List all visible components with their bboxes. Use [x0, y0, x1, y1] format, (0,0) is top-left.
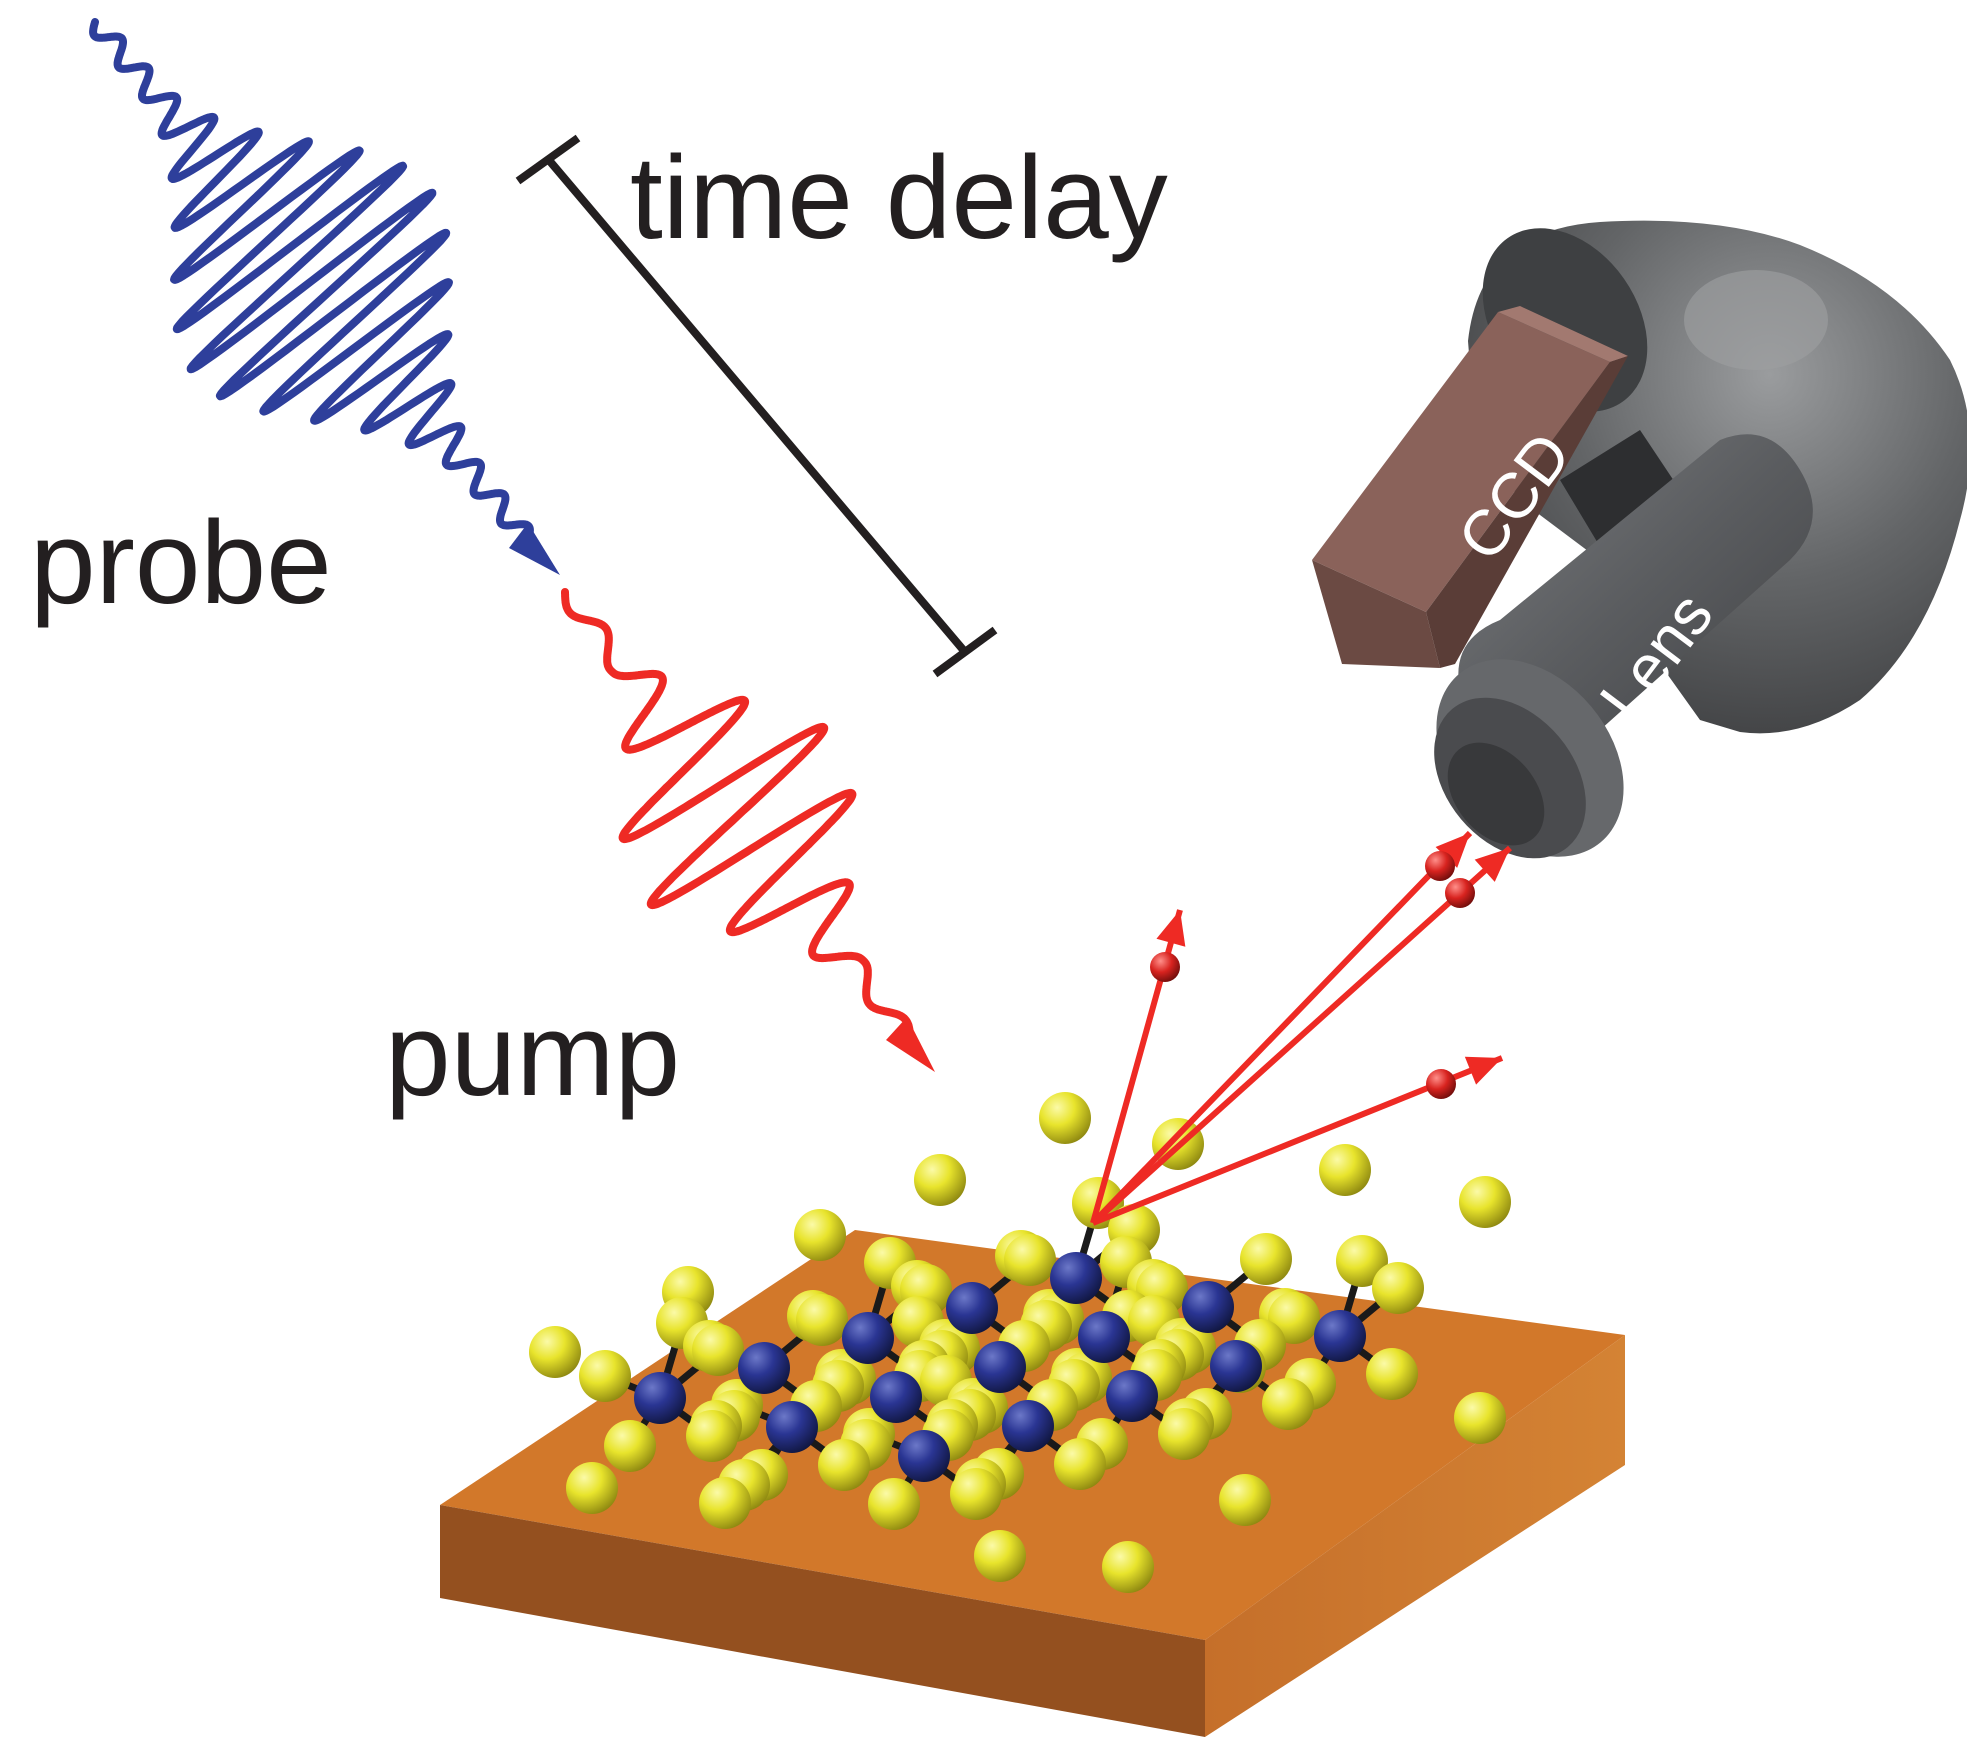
electron-icon: [1426, 1069, 1456, 1099]
metal-atom: [1002, 1400, 1054, 1452]
chalcogen-atom: [1319, 1144, 1371, 1196]
chalcogen-atom: [1004, 1234, 1056, 1286]
chalcogen-atom: [1054, 1438, 1106, 1490]
metal-atom: [946, 1282, 998, 1334]
chalcogen-atom: [818, 1439, 870, 1491]
metal-atom: [898, 1430, 950, 1482]
metal-atom: [738, 1342, 790, 1394]
metal-atom: [1210, 1340, 1262, 1392]
chalcogen-atom: [914, 1154, 966, 1206]
chalcogen-atom: [1102, 1541, 1154, 1593]
chalcogen-atom: [1262, 1378, 1314, 1430]
chalcogen-atom: [699, 1477, 751, 1529]
substrate-front-face: [1205, 1335, 1625, 1737]
chalcogen-atom: [579, 1350, 631, 1402]
chalcogen-atom: [1039, 1092, 1091, 1144]
metal-atom: [974, 1341, 1026, 1393]
metal-atom: [634, 1372, 686, 1424]
metal-atom: [842, 1312, 894, 1364]
chalcogen-atom: [868, 1478, 920, 1530]
chalcogen-atom: [974, 1530, 1026, 1582]
chalcogen-atom: [1372, 1262, 1424, 1314]
chalcogen-atom: [1240, 1233, 1292, 1285]
metal-atom: [1050, 1252, 1102, 1304]
electron-icon: [1425, 851, 1455, 881]
pump-pulse-icon: [561, 588, 935, 1072]
time-delay-label: time delay: [630, 132, 1168, 264]
probe-pulse-icon: [89, 18, 560, 575]
ray-arrowhead: [1156, 910, 1186, 947]
camera-icon: CCD Lens: [1312, 220, 1967, 859]
chalcogen-atom: [566, 1462, 618, 1514]
chalcogen-atom: [1158, 1408, 1210, 1460]
chalcogen-atom: [529, 1326, 581, 1378]
chalcogen-atom: [1366, 1348, 1418, 1400]
crystal-lattice-icon: [529, 1092, 1511, 1593]
photoemission-rays: [1090, 830, 1513, 1226]
ray-arrowhead: [1464, 1056, 1502, 1085]
ray-arrowhead: [1474, 848, 1510, 882]
photoelectron-ray: [1090, 830, 1473, 1226]
chalcogen-atom: [604, 1420, 656, 1472]
metal-atom: [1106, 1370, 1158, 1422]
chalcogen-atom: [796, 1294, 848, 1346]
chalcogen-atom: [1454, 1392, 1506, 1444]
electron-icon: [1445, 878, 1475, 908]
metal-atom: [870, 1371, 922, 1423]
chalcogen-atom: [1336, 1235, 1388, 1287]
chalcogen-atom: [686, 1410, 738, 1462]
time-delay-bracket-icon: [515, 134, 998, 678]
chalcogen-atom: [794, 1209, 846, 1261]
metal-atom: [1182, 1281, 1234, 1333]
ccd-block: [1312, 306, 1628, 668]
electron-icon: [1150, 952, 1180, 982]
metal-atom: [766, 1401, 818, 1453]
chalcogen-atom: [1459, 1176, 1511, 1228]
ray-arrowhead: [1435, 833, 1470, 868]
chalcogen-atom: [1219, 1474, 1271, 1526]
photoelectron-ray: [1090, 845, 1513, 1226]
metal-atom: [1078, 1311, 1130, 1363]
substrate-left-face: [440, 1505, 1205, 1737]
pump-label: pump: [385, 989, 680, 1121]
metal-atom: [1314, 1310, 1366, 1362]
lens-barrel: [1434, 434, 1813, 859]
chalcogen-atom: [692, 1324, 744, 1376]
chalcogen-atom: [950, 1468, 1002, 1520]
probe-label: probe: [30, 497, 332, 629]
